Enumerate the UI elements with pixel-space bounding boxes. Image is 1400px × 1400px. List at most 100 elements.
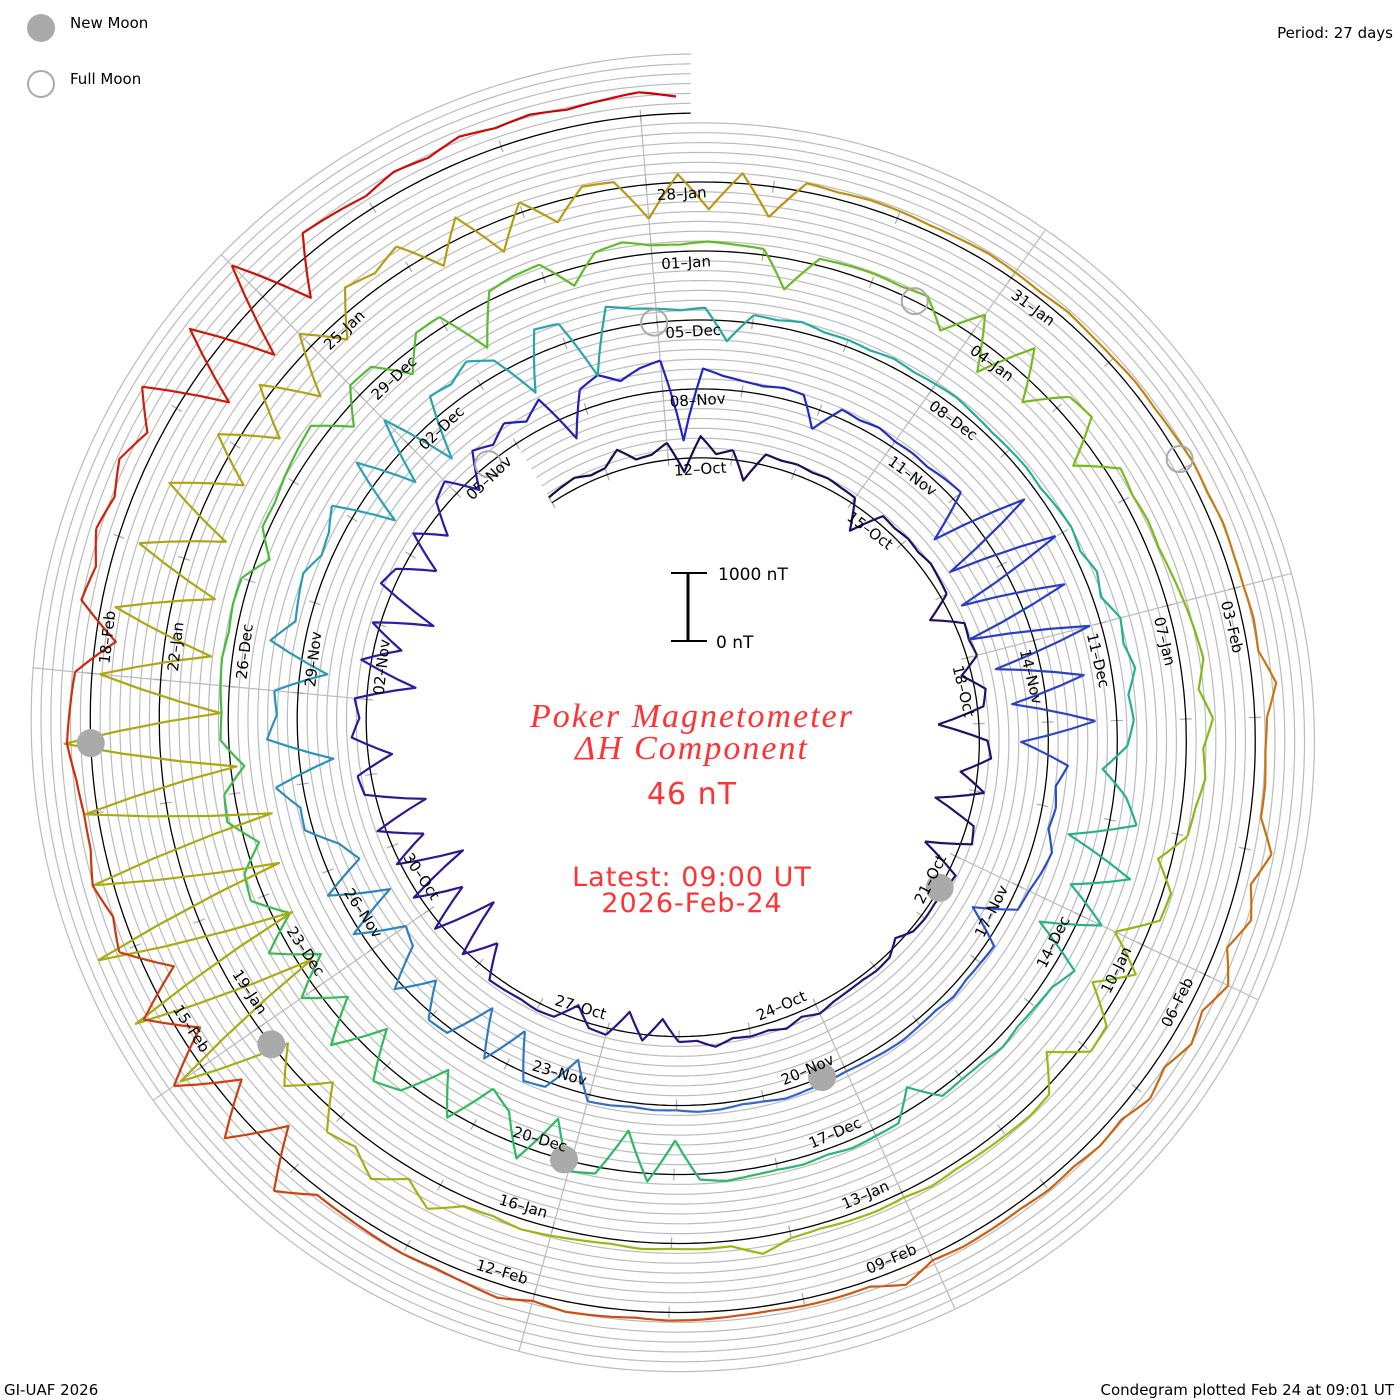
trace-segment bbox=[750, 1012, 821, 1038]
grid-spiral bbox=[40, 63, 1306, 1363]
trace-segment bbox=[503, 389, 581, 440]
trace-segment bbox=[804, 1259, 934, 1307]
trace-segment bbox=[219, 577, 243, 686]
trace-segment bbox=[647, 172, 770, 220]
trace-segment bbox=[907, 538, 948, 595]
current-value: 46 nT bbox=[647, 777, 737, 812]
trace-segment bbox=[532, 1299, 669, 1322]
grid-spiral bbox=[70, 92, 1276, 1333]
trace-segment bbox=[266, 690, 335, 789]
trace-segment bbox=[494, 91, 639, 130]
trace-segment bbox=[811, 408, 896, 443]
full-moon-marker bbox=[474, 450, 503, 479]
chart-title: Poker Magnetometer bbox=[529, 698, 854, 735]
trace-segment bbox=[935, 383, 1011, 451]
trace-segment bbox=[1047, 1098, 1151, 1191]
trace-segment bbox=[402, 1252, 533, 1302]
trace-segment bbox=[768, 182, 901, 218]
trace-segment bbox=[1112, 357, 1195, 464]
date-label: 29–Dec bbox=[368, 352, 421, 403]
full-moon-marker bbox=[1165, 445, 1194, 474]
legend: New Moon Full Moon bbox=[27, 14, 148, 98]
grid-spiral bbox=[30, 53, 1315, 1373]
date-label: 01–Jan bbox=[661, 252, 712, 273]
date-label: 11–Nov bbox=[885, 452, 941, 500]
trace-segment bbox=[994, 624, 1096, 723]
trace-segment bbox=[678, 1035, 752, 1048]
trace-segment bbox=[1101, 719, 1138, 826]
trace-segment bbox=[538, 241, 652, 287]
full-moon-legend-label: Full Moon bbox=[70, 70, 141, 88]
trace-segment bbox=[1014, 271, 1115, 360]
trace-segment bbox=[83, 814, 121, 953]
trace-segment bbox=[937, 723, 993, 794]
trace-segment bbox=[396, 201, 521, 267]
trace-segment bbox=[118, 951, 202, 1087]
new-moon-legend-icon bbox=[27, 14, 55, 42]
trace-segment bbox=[777, 1134, 877, 1171]
trace-segment bbox=[668, 1304, 805, 1322]
trace-segment bbox=[301, 995, 388, 1082]
trace-segment bbox=[790, 1196, 905, 1240]
date-label: 08–Nov bbox=[669, 389, 726, 410]
new-moon-legend-label: New Moon bbox=[70, 14, 148, 32]
trace-segment bbox=[1070, 527, 1122, 619]
trace-segment bbox=[438, 263, 540, 349]
trace-segment bbox=[522, 1031, 589, 1102]
trace-segment bbox=[74, 528, 117, 673]
date-spoke bbox=[850, 229, 1047, 504]
trace-segment bbox=[762, 248, 876, 291]
trace-segment bbox=[875, 1078, 963, 1137]
grid-spiral bbox=[60, 82, 1286, 1343]
date-label: 02–Dec bbox=[415, 402, 468, 453]
grid-spiral bbox=[50, 73, 1296, 1353]
trace-segment bbox=[587, 1100, 677, 1112]
trace-segment bbox=[1131, 494, 1185, 602]
trace-segment bbox=[217, 333, 322, 440]
trace-segment bbox=[536, 1004, 607, 1036]
date-label: 18–Oct bbox=[949, 664, 979, 719]
trace-segment bbox=[1226, 853, 1273, 986]
trace-segment bbox=[241, 475, 286, 579]
trace-segment bbox=[427, 1007, 526, 1060]
delta-h-trace bbox=[63, 91, 1278, 1322]
plotted-label: Condegram plotted Feb 24 at 09:01 UT bbox=[1101, 1381, 1395, 1399]
trace-segment bbox=[372, 1068, 494, 1119]
trace-segment bbox=[929, 593, 978, 656]
date-label: 14–Nov bbox=[1016, 647, 1047, 706]
trace-segment bbox=[656, 306, 755, 343]
trace-segment bbox=[1242, 585, 1278, 718]
trace-segment bbox=[395, 832, 464, 899]
trace-segment bbox=[924, 791, 985, 846]
scale-top-label: 1000 nT bbox=[718, 565, 788, 585]
trace-segment bbox=[1020, 719, 1096, 809]
trace-segment bbox=[65, 671, 86, 815]
trace-segment bbox=[365, 127, 496, 198]
trace-segment bbox=[548, 467, 606, 499]
trace-segment bbox=[650, 240, 765, 251]
trace-segment bbox=[138, 433, 245, 545]
trace-segment bbox=[1008, 448, 1073, 529]
trace-segment bbox=[557, 305, 657, 377]
trace-segment bbox=[1114, 835, 1189, 933]
trace-segment bbox=[297, 505, 333, 598]
full-moon-marker bbox=[900, 287, 929, 316]
trace-segment bbox=[550, 1234, 672, 1251]
trace-segment bbox=[933, 491, 1057, 573]
date-spoke bbox=[639, 115, 669, 460]
trace-segment bbox=[919, 962, 982, 1027]
trace-segment bbox=[819, 969, 878, 1015]
new-moon-marker bbox=[925, 873, 954, 902]
trace-segment bbox=[97, 911, 313, 1083]
scale-bottom-label: 0 nT bbox=[716, 633, 754, 653]
trace-segment bbox=[797, 463, 856, 499]
trace-segment bbox=[95, 386, 149, 530]
trace-segment bbox=[753, 314, 849, 341]
date-label: 28–Jan bbox=[656, 183, 707, 204]
trace-segment bbox=[299, 245, 398, 341]
trace-segment bbox=[731, 449, 798, 482]
trace-segment bbox=[273, 1189, 404, 1255]
trace-segment bbox=[99, 542, 216, 676]
date-label: 07–Jan bbox=[1150, 615, 1179, 668]
